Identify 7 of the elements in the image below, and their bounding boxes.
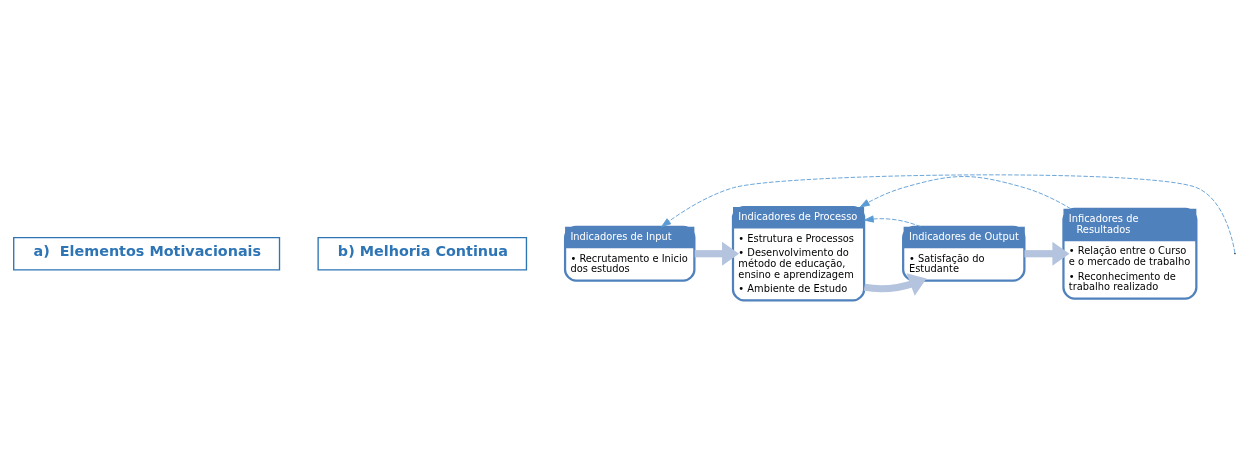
arrow: [863, 272, 927, 296]
arrow: [859, 175, 1072, 209]
arrow: [694, 241, 740, 266]
arrow: [863, 214, 922, 227]
node-box: a) Elementos Motivacionais: [13, 236, 281, 271]
arrow: [661, 174, 1236, 254]
node-box: b) Melhoria Continua: [317, 236, 528, 271]
